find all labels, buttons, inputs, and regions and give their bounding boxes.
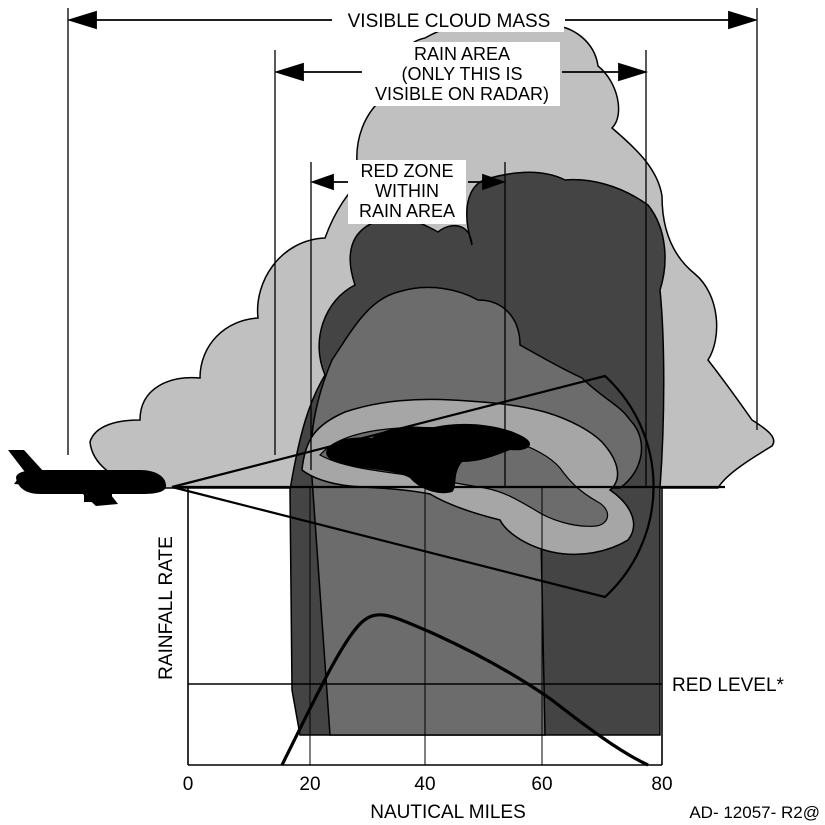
x-tick-20: 20 xyxy=(299,774,320,795)
cloud-mass-arrowhead-left xyxy=(66,10,97,30)
y-axis-label: RAINFALL RATE xyxy=(156,536,177,680)
red-zone-label-line-2: WITHIN xyxy=(375,181,439,201)
radar-beam xyxy=(171,374,725,599)
red-zone-label-line-3: RAIN AREA xyxy=(359,201,455,221)
x-tick-0: 0 xyxy=(183,774,194,795)
rain-area-label-bg xyxy=(364,42,560,106)
x-tick-80: 80 xyxy=(651,774,672,795)
cloud-mass-label: VISIBLE CLOUD MASS xyxy=(348,11,551,32)
red-zone-core xyxy=(326,423,531,494)
red-level-label: RED LEVEL* xyxy=(672,675,785,696)
rain-area-arrowhead-left xyxy=(273,62,304,82)
rain-area-label-line-3: VISIBLE ON RADAR) xyxy=(375,84,549,104)
airplane-tail xyxy=(8,450,44,476)
cloud-mass-label-bg xyxy=(334,8,564,32)
airplane-engine xyxy=(84,494,112,502)
x-axis-label: NAUTICAL MILES xyxy=(370,802,526,823)
rainfall-rate-curve xyxy=(280,613,649,767)
dimension-arrows xyxy=(66,10,759,191)
rain-area-arrowhead-right xyxy=(618,62,649,82)
cloud-mass-arrowhead-right xyxy=(728,10,759,30)
red-zone-label-line-1: RED ZONE xyxy=(360,161,453,181)
airplane-stabilizer xyxy=(14,476,44,486)
red-zone-arrowhead-right xyxy=(482,173,506,191)
extent-lines xyxy=(67,8,758,488)
rain-area-shape xyxy=(289,171,666,736)
red-zone-arrowhead-left xyxy=(310,173,334,191)
airplane-fuselage xyxy=(16,470,166,494)
rainfall-graph xyxy=(187,487,663,767)
red-zone-label-bg xyxy=(348,160,466,224)
x-tick-40: 40 xyxy=(414,774,435,795)
rain-area-label-line-1: RAIN AREA xyxy=(414,44,510,64)
airplane-icon xyxy=(8,450,166,506)
figure-code: AD- 12057- R2@ xyxy=(689,803,820,822)
x-tick-60: 60 xyxy=(531,774,552,795)
rain-area-label-line-2: (ONLY THIS IS xyxy=(401,64,522,84)
x-axis-ticks: 0 20 40 60 80 xyxy=(183,774,673,795)
